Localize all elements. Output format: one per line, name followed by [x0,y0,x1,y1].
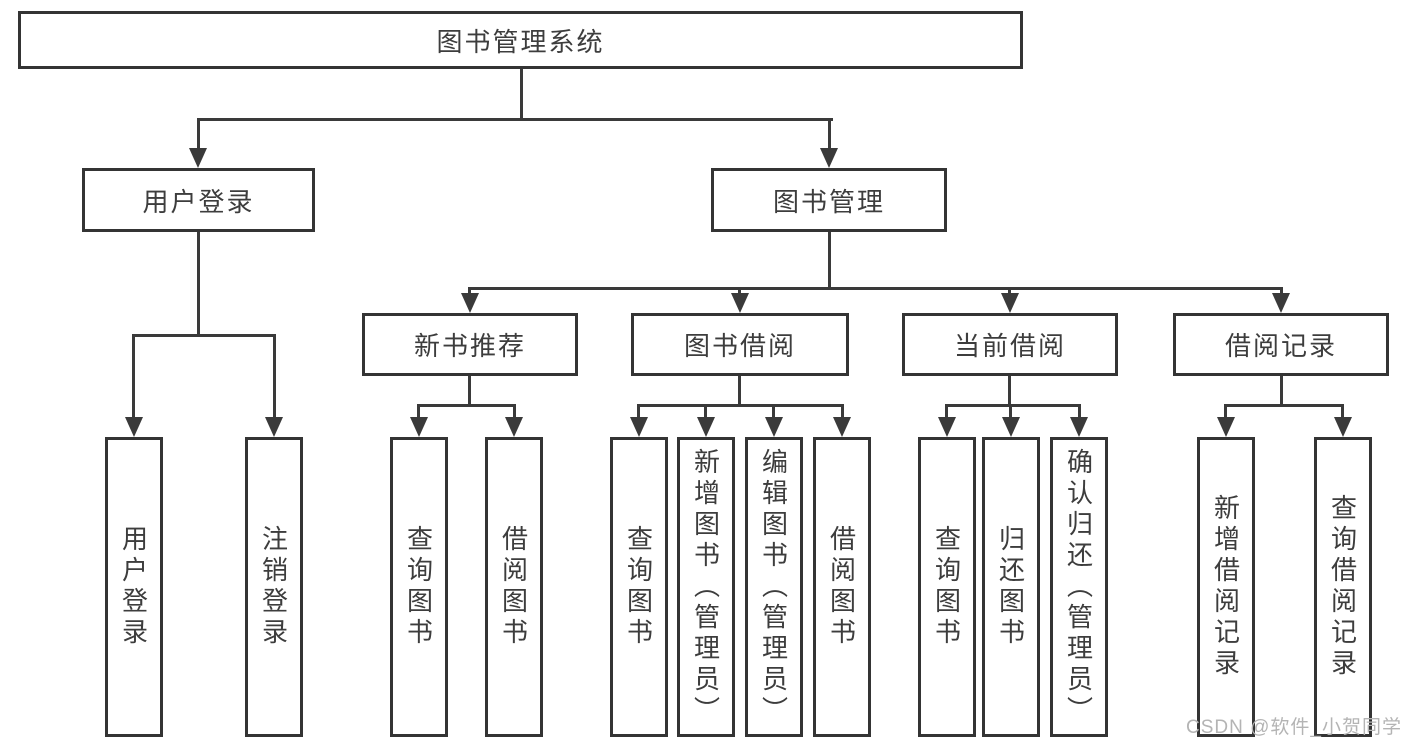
node-new-book-recommend-label: 新书推荐 [413,331,526,361]
leaf-borrow-query-book: 查询图书 [610,437,668,737]
node-user-login: 用户登录 [82,168,315,232]
leaf-user-login: 用户登录 [105,437,163,737]
arrow-to-borrow-borrow [833,417,851,437]
node-book-management: 图书管理 [711,168,947,232]
leaf-record-add-record: 新增借阅记录 [1197,437,1255,737]
arrow-to-borrow-add [697,417,715,437]
connector-current-stem [1008,376,1011,407]
connector-drop-borrow-add [704,404,707,418]
leaf-current-query-book: 查询图书 [918,437,976,737]
csdn-watermark: CSDN @软件_小贺同学 [1186,717,1402,738]
connector-drop-borrow-query [637,404,640,418]
leaf-borrow-borrow-book: 借阅图书 [813,437,871,737]
node-book-borrow-label: 图书借阅 [683,331,796,361]
connector-drop-leaf-logout [273,334,276,418]
node-book-management-label: 图书管理 [772,186,885,217]
connector-drop-recommend-query [417,404,420,418]
connector-root-branch [197,118,833,121]
leaf-current-return-book: 归还图书 [982,437,1040,737]
connector-drop-borrow-record [1280,287,1283,295]
leaf-recommend-borrow-book: 借阅图书 [485,437,543,737]
arrow-to-current-confirm [1070,417,1088,437]
connector-drop-user-login [197,118,200,150]
connector-drop-record-add [1224,404,1227,418]
arrow-to-book-management [820,148,838,168]
arrow-to-leaf-user-login [125,417,143,437]
connector-record-stem [1280,376,1283,407]
arrow-to-record-add [1217,417,1235,437]
node-new-book-recommend: 新书推荐 [362,313,578,376]
connector-book-management-stem [828,232,831,290]
arrow-to-user-login [189,148,207,168]
connector-drop-borrow-borrow [841,404,844,418]
leaf-current-confirm-return-admin: 确认归还（管理员） [1050,437,1108,737]
arrow-to-recommend-query [410,417,428,437]
connector-borrow-stem [738,376,741,407]
arrow-to-current-borrow [1001,293,1019,313]
arrow-to-leaf-logout [265,417,283,437]
connector-root-stem [520,68,523,121]
connector-record-branch [1224,404,1344,407]
connector-drop-current-confirm [1078,404,1081,418]
arrow-to-borrow-edit [765,417,783,437]
node-root: 图书管理系统 [18,11,1023,69]
connector-drop-book-borrow [738,287,741,295]
connector-drop-leaf-user-login [132,334,135,418]
leaf-record-query-record: 查询借阅记录 [1314,437,1372,737]
leaf-borrow-edit-book-admin: 编辑图书（管理员） [745,437,803,737]
arrow-to-borrow-record [1272,293,1290,313]
node-borrow-record-label: 借阅记录 [1224,331,1337,361]
connector-recommend-stem [468,376,471,407]
arrow-to-record-query [1334,417,1352,437]
connector-borrow-branch [637,404,844,407]
node-book-borrow: 图书借阅 [631,313,849,376]
node-current-borrow: 当前借阅 [902,313,1118,376]
connector-recommend-branch [417,404,516,407]
leaf-borrow-add-book-admin: 新增图书（管理员） [677,437,735,737]
node-user-login-label: 用户登录 [142,186,255,217]
arrow-to-recommend-borrow [505,417,523,437]
connector-book-management-branch [468,287,1283,290]
arrow-to-new-book-recommend [461,293,479,313]
connector-drop-current-return [1009,404,1012,418]
connector-drop-current-borrow [1008,287,1011,295]
connector-drop-recommend-borrow [513,404,516,418]
connector-current-branch [945,404,1081,407]
connector-drop-record-query [1341,404,1344,418]
arrow-to-current-return [1002,417,1020,437]
connector-drop-current-query [945,404,948,418]
node-current-borrow-label: 当前借阅 [953,331,1066,361]
node-borrow-record: 借阅记录 [1173,313,1389,376]
connector-drop-borrow-edit [772,404,775,418]
connector-user-login-branch [132,334,276,337]
arrow-to-book-borrow [731,293,749,313]
connector-drop-new-book-recommend [468,287,471,295]
leaf-logout: 注销登录 [245,437,303,737]
connector-drop-book-management [828,118,831,150]
connector-user-login-stem [197,232,200,337]
arrow-to-borrow-query [630,417,648,437]
arrow-to-current-query [938,417,956,437]
leaf-recommend-query-book: 查询图书 [390,437,448,737]
node-root-label: 图书管理系统 [436,26,605,57]
